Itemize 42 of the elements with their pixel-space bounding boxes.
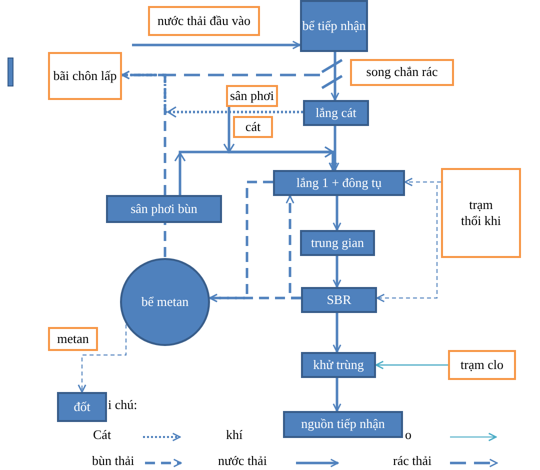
arrow xyxy=(332,313,342,353)
legend-text: khí xyxy=(226,427,243,443)
arrow xyxy=(332,378,342,412)
arrow xyxy=(121,70,166,195)
legend-text: rác thải xyxy=(393,453,432,469)
arrow xyxy=(132,40,301,50)
legend-text: Cát xyxy=(93,427,112,443)
arrow xyxy=(332,256,342,288)
label-box: song chắn rác xyxy=(350,59,454,86)
screen-symbol xyxy=(320,60,344,88)
process-box: sân phơi bùn xyxy=(106,195,222,223)
connector-line xyxy=(334,52,336,60)
legend-text: o xyxy=(405,427,412,443)
process-box: đốt xyxy=(57,392,107,422)
arrow xyxy=(330,88,340,101)
process-box: trung gian xyxy=(300,230,375,256)
label-box: trạm thổi khi xyxy=(441,168,521,258)
process-box: bể tiếp nhận xyxy=(300,0,368,52)
process-box: nguồn tiếp nhận xyxy=(283,411,403,438)
arrow xyxy=(174,146,338,195)
arrow xyxy=(376,182,442,302)
label-box: nước thải đầu vào xyxy=(148,6,260,36)
legend-text: nước thải xyxy=(218,453,267,469)
arrow xyxy=(330,126,340,171)
process-box: lắng cát xyxy=(303,100,369,126)
tank-circle: bể metan xyxy=(120,258,210,346)
legend-text: bùn thải xyxy=(92,453,134,469)
label-box: bãi chôn lấp xyxy=(48,52,122,100)
process-box: lắng 1 + đông tụ xyxy=(273,170,405,196)
arrow xyxy=(332,196,342,231)
label-box: sân phơi xyxy=(226,85,278,107)
arrow xyxy=(78,324,126,393)
process-box: SBR xyxy=(301,287,377,313)
arrow xyxy=(209,180,273,302)
connector-line xyxy=(164,223,166,257)
process-box: khử trùng xyxy=(301,352,376,378)
legend-title: i chú: xyxy=(108,397,138,413)
label-box: metan xyxy=(48,327,98,351)
label-box: trạm clo xyxy=(448,350,516,380)
label-box: cát xyxy=(233,116,273,138)
arrow xyxy=(375,360,448,370)
arrow xyxy=(286,195,301,300)
